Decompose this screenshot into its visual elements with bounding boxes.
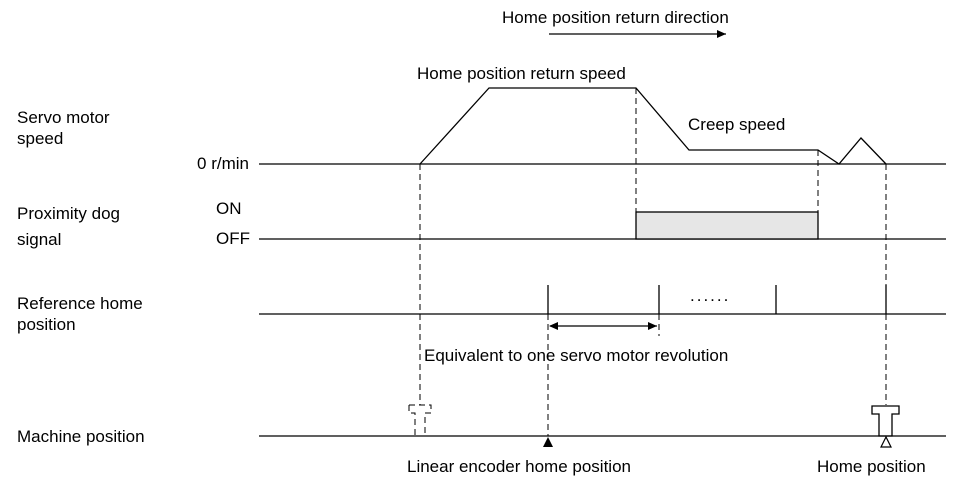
servo-motor-speed-label-line2: speed bbox=[17, 129, 63, 148]
machine-position-label: Machine position bbox=[17, 427, 145, 446]
dog-on-label: ON bbox=[216, 199, 242, 218]
reference-home-label-line1: Reference home bbox=[17, 294, 143, 313]
home-position-label: Home position bbox=[817, 457, 926, 476]
zero-speed-label: 0 r/min bbox=[197, 154, 249, 173]
proximity-dog-label-line1: Proximity dog bbox=[17, 204, 120, 223]
reference-home-label-line2: position bbox=[17, 315, 76, 334]
linear-encoder-home-marker-icon bbox=[543, 437, 553, 447]
creep-speed-label: Creep speed bbox=[688, 115, 785, 134]
servo-motor-speed-label-line1: Servo motor bbox=[17, 108, 110, 127]
speed-profile-curve bbox=[419, 87, 887, 165]
home-position-marker-icon bbox=[880, 435, 892, 448]
home-return-speed-label: Home position return speed bbox=[417, 64, 626, 83]
reference-pulse-ellipsis: ...... bbox=[690, 286, 730, 305]
proximity-dog-label-line2: signal bbox=[17, 230, 61, 249]
machine-start-dashed-icon bbox=[407, 404, 433, 437]
dog-off-label: OFF bbox=[216, 229, 250, 248]
linear-encoder-home-label: Linear encoder home position bbox=[407, 457, 631, 476]
one-revolution-label: Equivalent to one servo motor revolution bbox=[424, 346, 728, 365]
dog-on-pulse bbox=[635, 211, 819, 240]
return-direction-label: Home position return direction bbox=[502, 8, 729, 27]
machine-home-icon bbox=[871, 405, 900, 437]
